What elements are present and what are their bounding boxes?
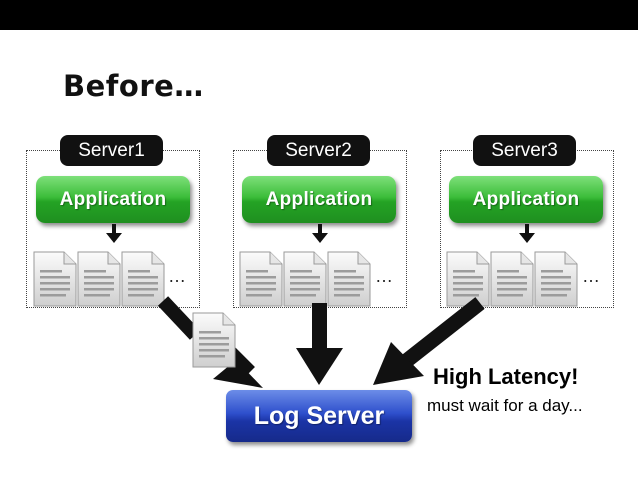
slide-title: Before… — [63, 69, 204, 103]
server-2-label: Server2 — [267, 135, 370, 166]
server-3-label: Server3 — [473, 135, 576, 166]
server-1-log-file-icon — [121, 251, 165, 307]
server-2-log-file-icon — [239, 251, 283, 307]
server-1-log-file-icon — [77, 251, 121, 307]
server-3-log-file-icon — [490, 251, 534, 307]
server-3-application: Application — [449, 176, 603, 223]
server-1-more-logs: … — [168, 266, 186, 286]
server-3-more-logs: … — [582, 266, 600, 286]
server-3-log-file-icon — [446, 251, 490, 307]
latency-title: High Latency! — [433, 364, 579, 389]
server-2-transfer-arrow — [296, 303, 343, 385]
server-1-log-file-icon — [33, 251, 77, 307]
server-3-log-file-icon — [534, 251, 578, 307]
server-1-write-arrow — [106, 224, 122, 243]
latency-subtitle: must wait for a day... — [427, 396, 583, 415]
log-server: Log Server — [226, 390, 412, 442]
server-3-transfer-arrow — [373, 297, 485, 385]
transferring-log-file-icon — [192, 312, 236, 368]
server-2-write-arrow — [312, 224, 328, 243]
server-2-log-file-icon — [283, 251, 327, 307]
server-2-log-file-icon — [327, 251, 371, 307]
server-2-application: Application — [242, 176, 396, 223]
server-3-write-arrow — [519, 224, 535, 243]
server-1-application: Application — [36, 176, 190, 223]
top-bar — [0, 0, 638, 30]
server-1-label: Server1 — [60, 135, 163, 166]
server-2-more-logs: … — [375, 266, 393, 286]
